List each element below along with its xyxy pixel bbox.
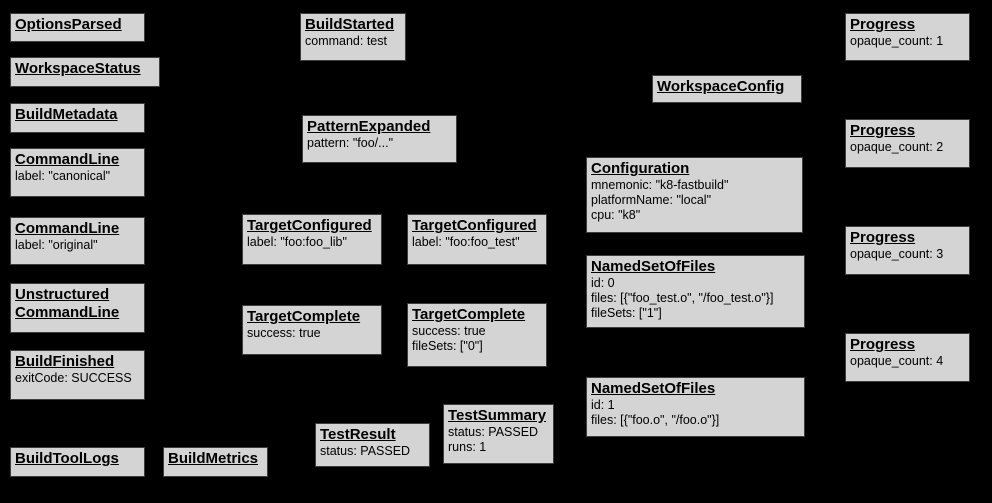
node-field: files: [{"foo_test.o", "/foo_test.o"}]: [591, 291, 774, 305]
node-field: label: "foo:foo_test": [412, 235, 520, 249]
node-field: status: PASSED: [448, 425, 539, 439]
node-field: fileSets: ["1"]: [591, 306, 662, 320]
node-title: NamedSetOfFiles: [591, 258, 716, 275]
node-build-tool-logs: BuildToolLogs: [10, 447, 145, 477]
node-field: files: [{"foo.o", "/foo.o"}]: [591, 413, 720, 427]
node-field: label: "canonical": [15, 169, 111, 183]
node-field: id: 0: [591, 276, 615, 290]
node-title: WorkspaceStatus: [15, 60, 141, 77]
node-title: TargetConfigured: [412, 217, 537, 234]
node-field: success: true: [247, 326, 321, 340]
node-field: mnemonic: "k8-fastbuild": [591, 178, 729, 192]
node-field: label: "original": [15, 238, 98, 252]
node-title: Unstructured CommandLine: [15, 286, 120, 321]
node-title: Progress: [850, 336, 916, 353]
node-title: PatternExpanded: [307, 118, 431, 135]
node-title: CommandLine: [15, 220, 120, 237]
node-title: BuildMetadata: [15, 106, 118, 123]
node-options-parsed: OptionsParsed: [10, 13, 145, 42]
node-field: status: PASSED: [320, 444, 411, 458]
node-build-metadata: BuildMetadata: [10, 103, 145, 133]
node-field: opaque_count: 4: [850, 354, 944, 368]
node-field: success: true: [412, 324, 486, 338]
node-workspace-status: WorkspaceStatus: [10, 57, 160, 87]
node-title: TestSummary: [448, 407, 547, 424]
node-field: fileSets: ["0"]: [412, 339, 483, 353]
node-field: command: test: [305, 34, 387, 48]
node-title: WorkspaceConfig: [657, 78, 785, 95]
node-field: cpu: "k8": [591, 208, 641, 222]
node-field: exitCode: SUCCESS: [15, 371, 132, 385]
node-field: runs: 1: [448, 440, 487, 454]
node-field: opaque_count: 3: [850, 247, 944, 261]
node-unstructured-command-line: Unstructured CommandLine: [10, 283, 145, 333]
node-field: label: "foo:foo_lib": [247, 235, 347, 249]
node-title: BuildToolLogs: [15, 450, 119, 467]
node-title: TargetComplete: [247, 308, 361, 325]
node-field: id: 1: [591, 398, 615, 412]
node-title: BuildMetrics: [168, 450, 259, 467]
node-field: opaque_count: 1: [850, 34, 944, 48]
node-title: CommandLine: [15, 151, 120, 168]
node-build-metrics: BuildMetrics: [163, 447, 268, 477]
node-title: TargetComplete: [412, 306, 526, 323]
node-title: NamedSetOfFiles: [591, 380, 716, 397]
node-title: TargetConfigured: [247, 217, 372, 234]
node-title: TestResult: [320, 426, 396, 443]
node-title: BuildStarted: [305, 16, 395, 33]
node-title: Progress: [850, 16, 916, 33]
node-title: Progress: [850, 229, 916, 246]
node-title: BuildFinished: [15, 353, 115, 370]
node-field: opaque_count: 2: [850, 140, 944, 154]
node-title: OptionsParsed: [15, 16, 122, 33]
node-workspace-config: WorkspaceConfig: [652, 75, 802, 103]
node-title: Configuration: [591, 160, 690, 177]
node-field: pattern: "foo/...": [307, 136, 394, 150]
node-title: Progress: [850, 122, 916, 139]
node-field: platformName: "local": [591, 193, 712, 207]
